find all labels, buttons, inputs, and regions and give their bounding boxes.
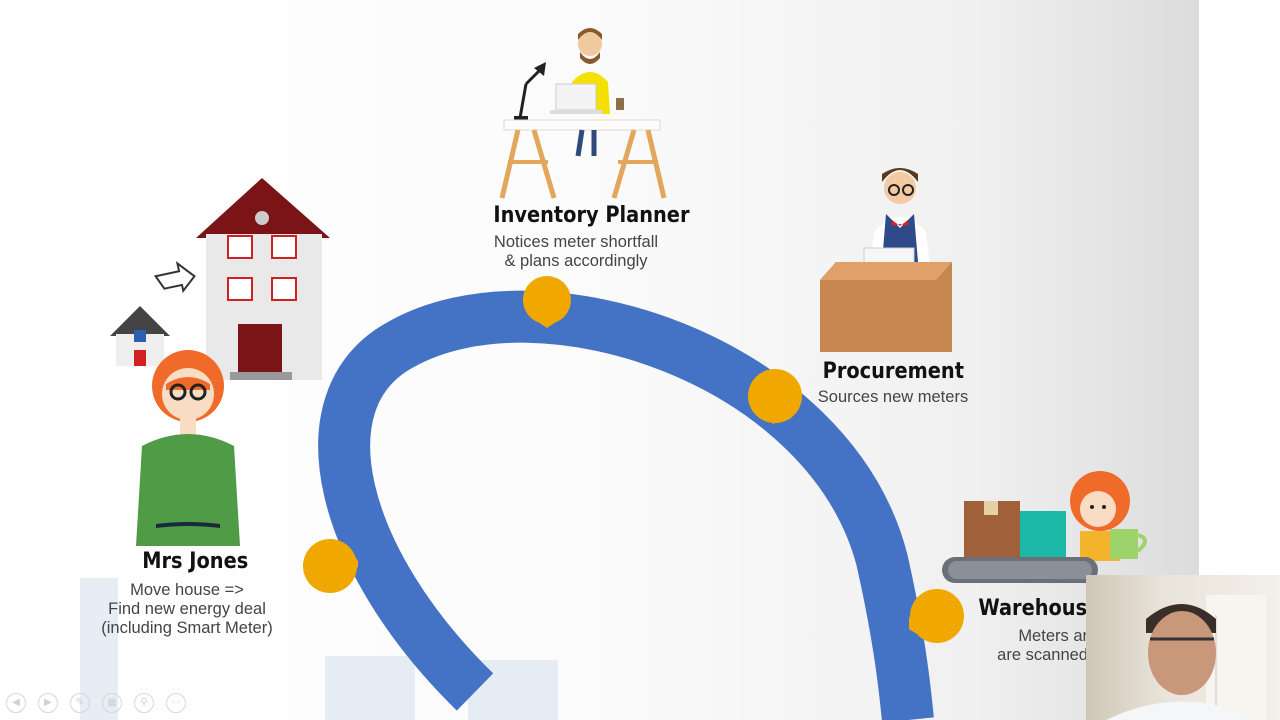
- slide-canvas: Inventory Planner Notices meter shortfal…: [80, 0, 1199, 720]
- node-warehouse: [909, 589, 964, 643]
- pen-icon[interactable]: ✎: [70, 693, 90, 713]
- stage-title-mrs-jones: Mrs Jones: [142, 549, 249, 574]
- process-arc: [318, 290, 934, 720]
- stage-desc-mrs-jones: Move house => Find new energy deal (incl…: [82, 581, 292, 638]
- woman-with-houses-icon: [110, 178, 330, 546]
- stage-desc-line: Sources new meters: [817, 388, 969, 406]
- person-at-box-icon: [820, 168, 952, 352]
- background-bar: [325, 656, 415, 720]
- stage-title-warehouse: Warehouse: [978, 596, 1101, 621]
- stage-desc-line: Notices meter shortfall: [493, 233, 659, 251]
- next-slide-icon[interactable]: ▶: [38, 693, 58, 713]
- stage-desc-line: Meters ar: [1018, 627, 1088, 645]
- more-options-icon[interactable]: ⋯: [166, 693, 186, 713]
- warehouse-conveyor-icon: [942, 471, 1147, 583]
- person-at-desk-icon: [499, 28, 667, 199]
- presenter-icon: [1106, 595, 1266, 720]
- stage-desc-line: Find new energy deal: [108, 600, 266, 618]
- previous-slide-icon[interactable]: ◀: [6, 693, 26, 713]
- node-inventory: [522, 276, 571, 328]
- node-procurement: [748, 369, 802, 424]
- stage-desc-line: Move house =>: [130, 581, 244, 599]
- stage-desc-line: (including Smart Meter): [101, 619, 273, 637]
- presenter-video: [1086, 575, 1280, 720]
- grid-icon[interactable]: ▦: [102, 693, 122, 713]
- node-mrs-jones: [303, 539, 358, 593]
- stage-desc-warehouse: Meters ar are scanned: [976, 627, 1088, 665]
- stage-desc-inventory: Notices meter shortfall & plans accordin…: [478, 233, 674, 271]
- slideshow-controls: ◀ ▶ ✎ ▦ ⚲ ⋯: [6, 693, 186, 713]
- stage-desc-procurement: Sources new meters: [806, 388, 980, 407]
- stage-title-procurement: Procurement: [822, 359, 964, 384]
- stage-desc-line: & plans accordingly: [504, 252, 648, 270]
- stage-desc-line: are scanned: [997, 646, 1088, 664]
- zoom-icon[interactable]: ⚲: [134, 693, 154, 713]
- stage-title-inventory: Inventory Planner: [493, 203, 690, 228]
